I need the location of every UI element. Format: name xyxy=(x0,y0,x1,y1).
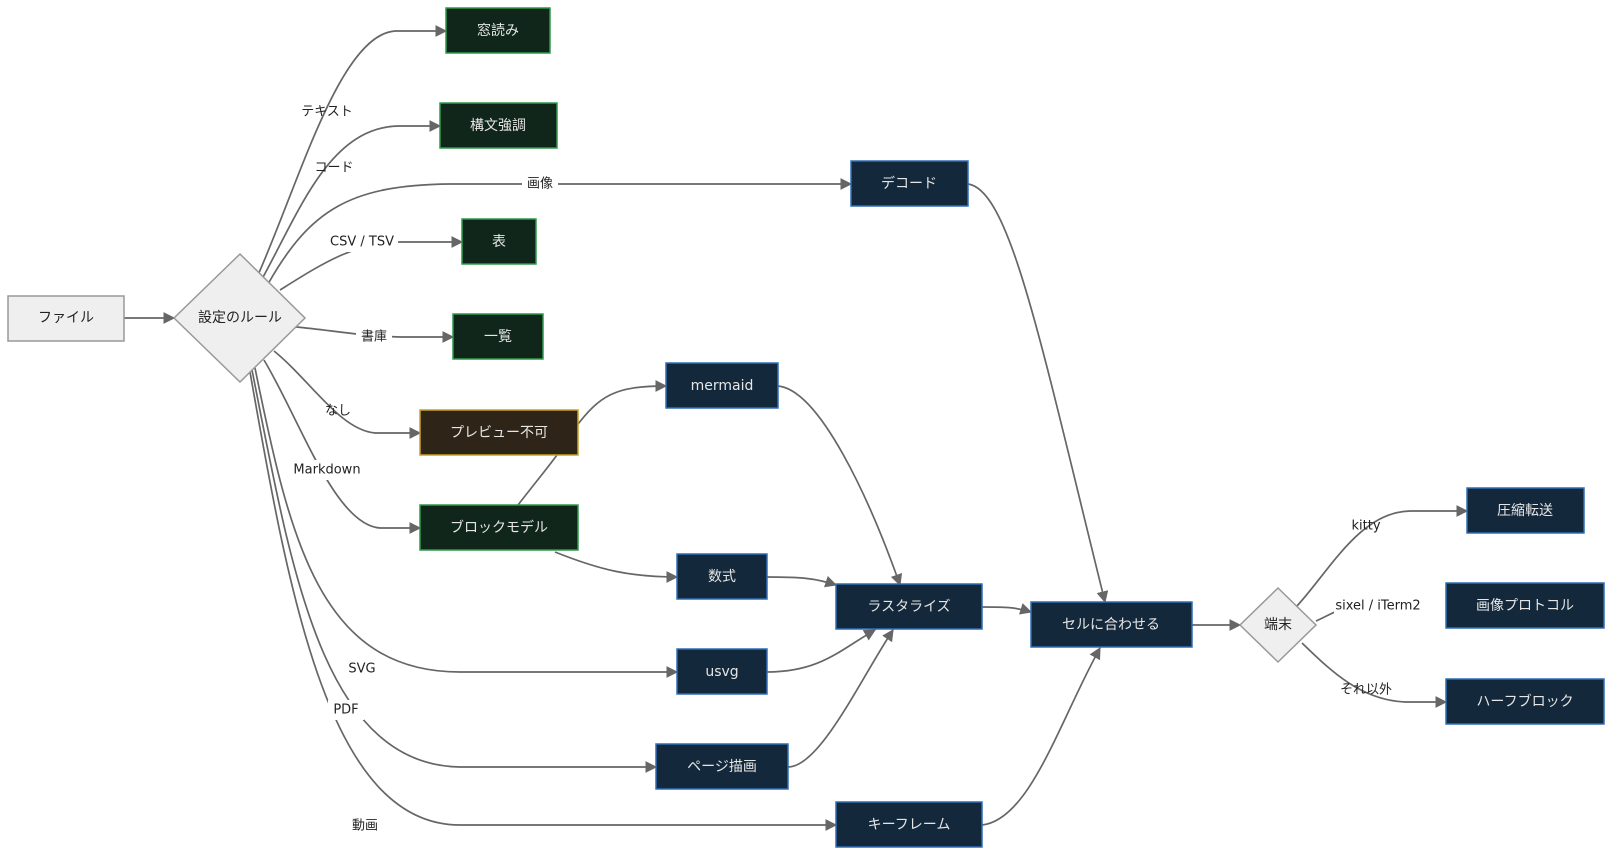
edge-label-sixel: sixel / iTerm2 xyxy=(1335,599,1420,614)
node-rules-label: 設定のルール xyxy=(198,310,282,326)
edge-terminal-halfblock xyxy=(1301,642,1448,708)
edge-label-svg: SVG xyxy=(348,662,375,677)
node-rasterize xyxy=(835,583,983,630)
edge-rules-pagerender xyxy=(251,369,658,773)
edge-label-kitty: kitty xyxy=(1351,519,1380,534)
edge-label-bg xyxy=(522,174,558,194)
node-image-protocol xyxy=(1445,582,1605,629)
edge-keyframe-fitcell xyxy=(981,646,1101,826)
node-compress xyxy=(1466,487,1585,534)
node-pager-label: 窓読み xyxy=(477,22,519,39)
node-table xyxy=(461,218,537,265)
node-syntax xyxy=(439,102,558,149)
edge-label-bg xyxy=(328,700,364,720)
edge-label-other: それ以外 xyxy=(1340,683,1392,698)
edge-blockmodel-math xyxy=(554,551,679,583)
node-usvg xyxy=(676,648,768,695)
edge-label-text: テキスト xyxy=(301,105,353,120)
node-compress-label: 圧縮転送 xyxy=(1497,503,1553,519)
node-page-render xyxy=(655,743,789,790)
edge-rules-syntax xyxy=(261,120,442,280)
node-half-block xyxy=(1445,678,1605,725)
node-mermaid-label: mermaid xyxy=(691,378,754,394)
edge-label-pdf: PDF xyxy=(333,703,358,718)
node-rules-diamond xyxy=(172,252,307,384)
node-library xyxy=(452,313,544,360)
edge-rules-keyframe xyxy=(249,371,838,831)
edge-math-rasterize xyxy=(766,575,838,588)
node-terminal-label: 端末 xyxy=(1264,617,1292,633)
edge-decode-fitcell xyxy=(967,183,1109,604)
edge-terminal-compress xyxy=(1296,505,1469,607)
node-block-model xyxy=(419,504,579,551)
node-library-label: 一覧 xyxy=(484,328,512,345)
edge-label-bg xyxy=(356,327,392,347)
edge-label-video: 動画 xyxy=(352,819,378,834)
node-math-label: 数式 xyxy=(708,569,736,585)
node-fit-cell xyxy=(1030,601,1193,648)
edge-rules-library xyxy=(295,326,455,343)
edge-label-code: コード xyxy=(314,161,353,176)
edge-label-bg xyxy=(1334,596,1446,616)
node-mermaid xyxy=(665,362,779,409)
edge-labels: テキスト コード 画像 CSV / TSV 書庫 なし Markdown SVG… xyxy=(293,105,1446,834)
nodes: ファイル 設定のルール 窓読み 構文強調 表 一覧 ブロックモデル プレビュー不… xyxy=(7,7,1605,848)
edge-label-library: 書庫 xyxy=(361,330,387,345)
edge-rules-usvg xyxy=(254,367,679,678)
node-decode xyxy=(850,160,969,207)
edge-rasterize-fitcell xyxy=(981,603,1033,615)
node-decode-label: デコード xyxy=(881,175,937,192)
node-table-label: 表 xyxy=(492,234,506,250)
edge-rules-nopreview xyxy=(273,350,422,439)
edge-label-markdown: Markdown xyxy=(293,463,360,478)
edges xyxy=(124,25,1469,831)
node-syntax-label: 構文強調 xyxy=(470,118,526,134)
edge-label-csv: CSV / TSV xyxy=(330,235,394,250)
node-file xyxy=(7,295,125,342)
node-no-preview-label: プレビュー不可 xyxy=(450,425,548,441)
edge-pagerender-rasterize xyxy=(787,629,894,768)
node-half-block-label: ハーフブロック xyxy=(1476,693,1573,710)
edge-label-none: なし xyxy=(325,404,351,419)
node-keyframe-label: キーフレーム xyxy=(868,817,951,833)
edge-label-bg xyxy=(344,659,380,679)
node-usvg-label: usvg xyxy=(705,664,738,680)
node-rasterize-label: ラスタライズ xyxy=(867,599,950,615)
node-no-preview xyxy=(419,409,579,456)
node-terminal-diamond xyxy=(1238,586,1318,664)
node-file-label: ファイル xyxy=(38,310,94,326)
edge-label-bg xyxy=(293,460,361,480)
node-block-model-label: ブロックモデル xyxy=(450,519,548,536)
edge-rules-blockmodel xyxy=(263,359,422,534)
node-math xyxy=(676,553,768,600)
edge-label-image: 画像 xyxy=(527,177,553,192)
edge-mermaid-rasterize xyxy=(777,385,903,587)
edge-rules-decode xyxy=(267,178,853,285)
node-pager xyxy=(445,7,551,54)
edge-usvg-rasterize xyxy=(766,629,877,673)
node-image-protocol-label: 画像プロトコル xyxy=(1476,598,1574,614)
node-keyframe xyxy=(835,801,983,848)
edge-rules-pager xyxy=(257,25,448,276)
node-page-render-label: ページ描画 xyxy=(687,759,757,775)
node-fit-cell-label: セルに合わせる xyxy=(1062,617,1160,633)
edge-label-bg xyxy=(326,232,398,252)
